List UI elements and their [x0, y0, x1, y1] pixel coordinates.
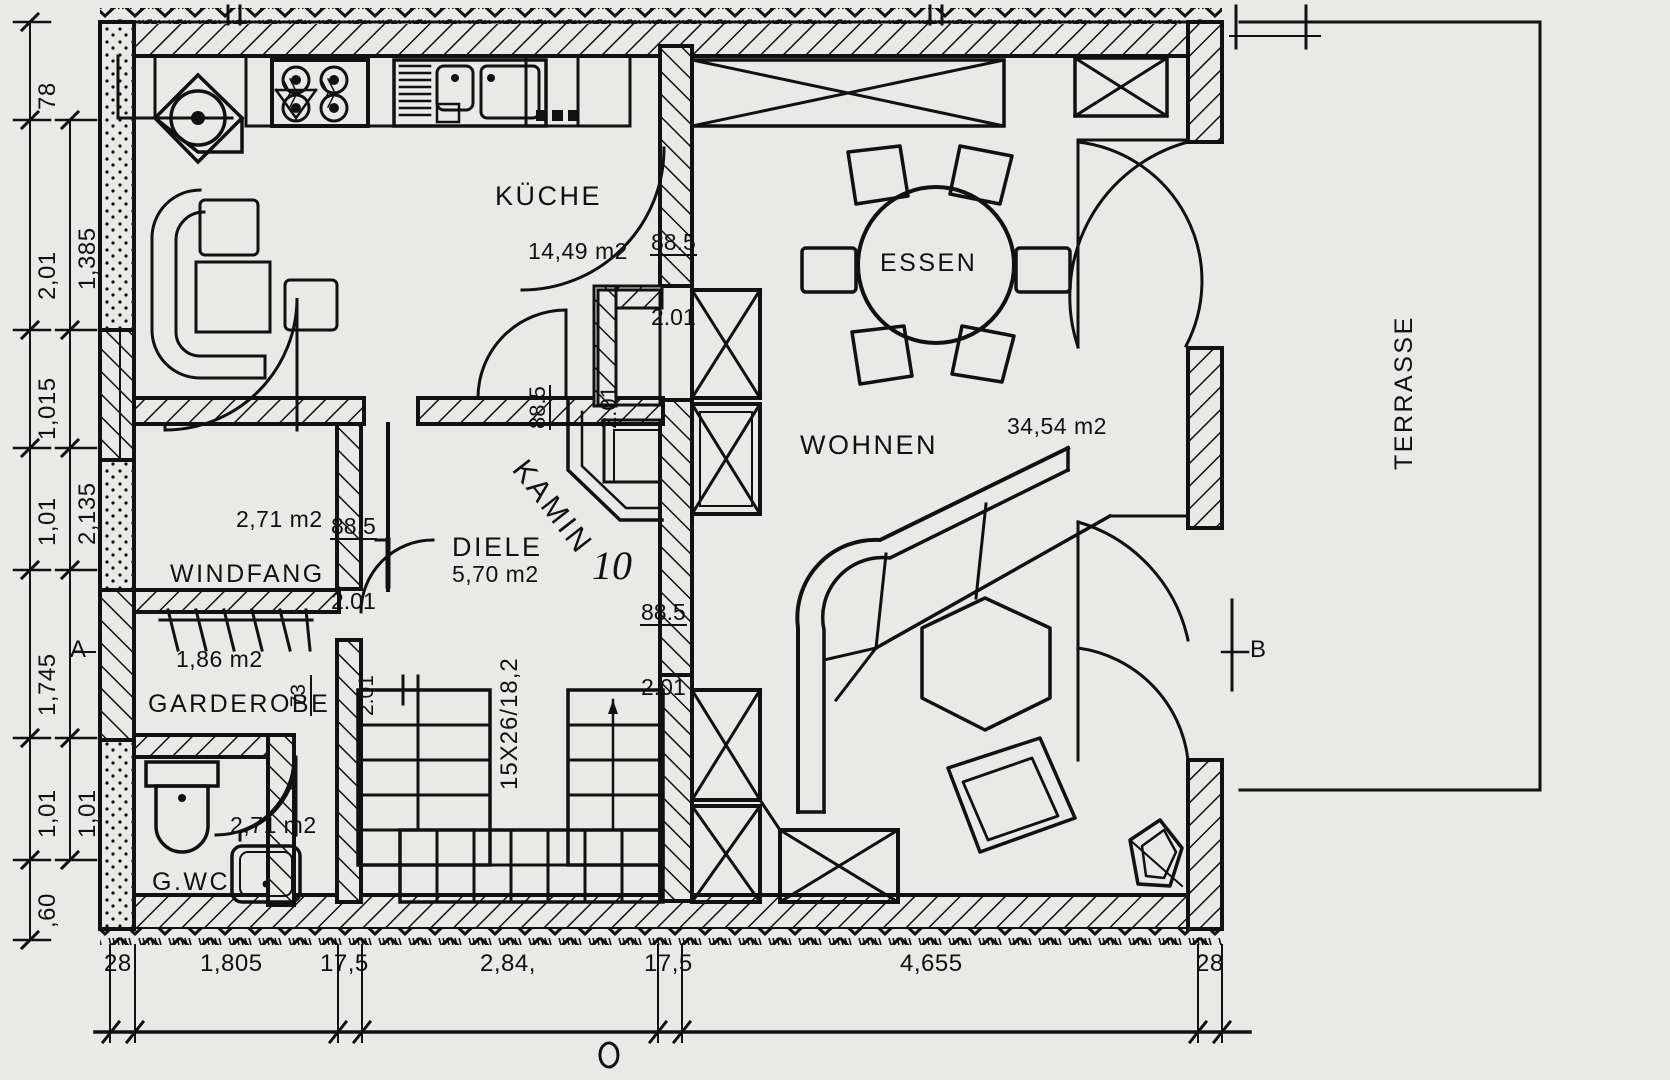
- room-area-garderobe: 1,86 m2: [176, 646, 263, 672]
- room-label-essen: ESSEN: [880, 249, 978, 277]
- door-code-windfang: 88.5 2.01: [330, 466, 377, 661]
- dim-left-outer-6: ,60: [34, 893, 61, 928]
- room-area-diele: 5,70 m2: [452, 561, 539, 587]
- dim-bottom-6: 28: [1196, 950, 1224, 977]
- dim-left-inner-2: 1,01: [74, 789, 101, 838]
- dim-left-outer-2: 1,015: [34, 377, 61, 440]
- door-code-kueche-width: 88.5: [650, 229, 697, 257]
- dim-bottom-3: 2,84,: [480, 950, 536, 977]
- door-code-gwc: 73 2.01: [244, 675, 422, 716]
- dim-bottom-2: 17,5: [320, 950, 369, 977]
- door-code-kueche: 88.5 2.01: [650, 182, 697, 377]
- section-marker-b: B: [1250, 636, 1267, 663]
- door-code-kamin-height: 2.01: [641, 673, 686, 700]
- room-area-windfang: 2,71 m2: [236, 506, 323, 532]
- room-area-wohnen: 34,54 m2: [1007, 413, 1107, 439]
- dim-left-outer-5: 1,01: [34, 789, 61, 838]
- door-code-kamin-width: 88.5: [640, 599, 687, 627]
- door-code-diele: 88.5 2.01: [480, 385, 667, 430]
- dim-bottom-0: 28: [104, 950, 132, 977]
- door-code-kueche-height: 2.01: [651, 303, 696, 330]
- door-code-gwc-height: 2.01: [355, 675, 379, 716]
- room-label-diele: DIELE: [452, 532, 543, 562]
- dim-left-outer-4: 1,745: [34, 653, 61, 716]
- room-label-garderobe: GARDEROBE: [148, 690, 331, 718]
- room-label-gwc: G.WC: [152, 868, 231, 896]
- door-code-windfang-width: 88.5: [330, 513, 377, 541]
- annotation-stair-spec: 15X26/18,2: [496, 657, 523, 790]
- room-label-windfang: WINDFANG: [170, 560, 325, 588]
- room-label-terrasse: TERRASSE: [1390, 315, 1418, 470]
- door-code-gwc-width: 73: [287, 675, 313, 716]
- dim-left-outer-1: 2,01: [34, 251, 61, 300]
- dim-bottom-5: 4,655: [900, 950, 963, 977]
- annotation-handwritten-note: 10: [592, 543, 632, 588]
- door-code-kamin: 88.5 2.01: [640, 552, 687, 747]
- dim-left-inner-1: 2,135: [74, 482, 101, 545]
- room-area-gwc: 2,71 m2: [230, 812, 317, 838]
- section-marker-a: A: [70, 636, 87, 663]
- door-code-windfang-height: 2.01: [331, 587, 376, 614]
- room-label-wohnen: WOHNEN: [800, 430, 938, 460]
- room-area-kueche: 14,49 m2: [528, 238, 628, 264]
- door-code-diele-height: 2.01: [596, 386, 622, 429]
- door-code-diele-width: 88.5: [525, 385, 552, 430]
- dim-left-outer-0: 78: [34, 82, 61, 110]
- room-label-kueche: KÜCHE: [495, 181, 603, 211]
- dim-left-inner-0: 1,385: [74, 227, 101, 290]
- dim-bottom-1: 1,805: [200, 950, 263, 977]
- dim-bottom-4: 17,5: [644, 950, 693, 977]
- dim-left-outer-3: 1,01: [34, 497, 61, 546]
